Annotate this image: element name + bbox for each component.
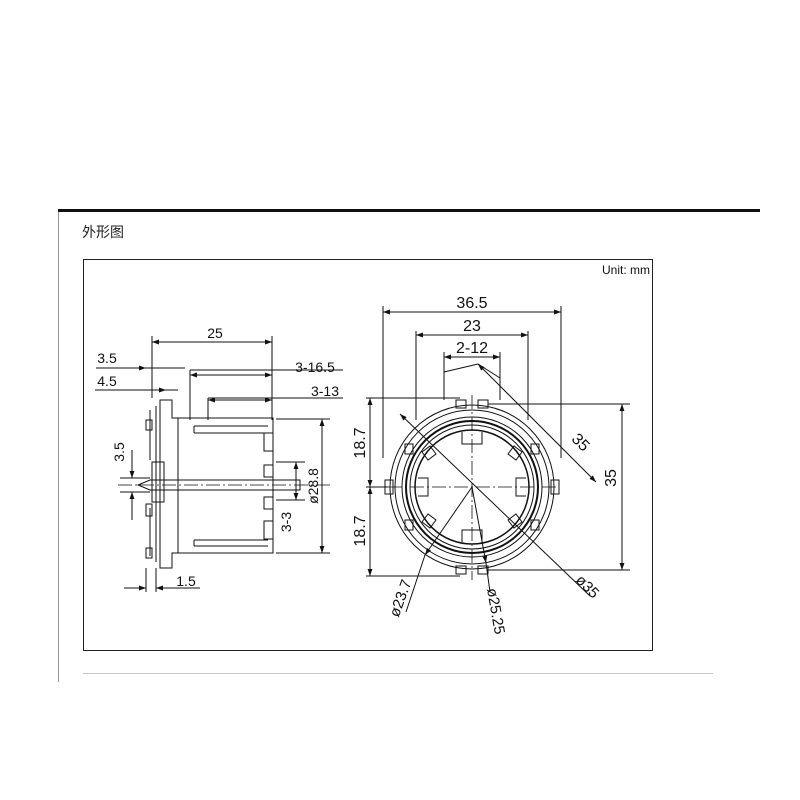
section-title: 外形图 [82,224,124,240]
dim-35-right: 35 [603,469,620,487]
dim-3-5-left: 3.5 [111,442,127,462]
dim-3-3: 3-3 [278,512,294,532]
dim-23: 23 [463,318,481,335]
bottom-rule [83,673,713,674]
dim-36-5: 36.5 [456,295,487,312]
front-view [366,306,630,613]
drawing-frame [83,259,653,651]
dim-2-12: 2-12 [456,340,488,357]
dim-dia-35: ø35 [572,572,602,602]
unit-label: Unit: mm [602,263,650,277]
dim-3-13: 3-13 [311,383,339,399]
dim-3-5-top: 3.5 [97,350,117,366]
dim-1-5: 1.5 [176,573,196,589]
dim-dia-25-25: ø25.25 [483,587,508,636]
dim-4-5: 4.5 [97,373,117,389]
dim-18-7-bottom: 18.7 [352,515,369,546]
dim-25: 25 [207,325,223,341]
dim-dia-28-8: ø28.8 [305,468,321,504]
dim-18-7-top: 18.7 [352,427,369,458]
dim-35-diagonal: 35 [568,431,593,456]
left-rule [58,212,59,682]
side-view [95,336,343,592]
header-rule [58,209,760,212]
dim-3-16-5: 3-16.5 [295,359,335,375]
